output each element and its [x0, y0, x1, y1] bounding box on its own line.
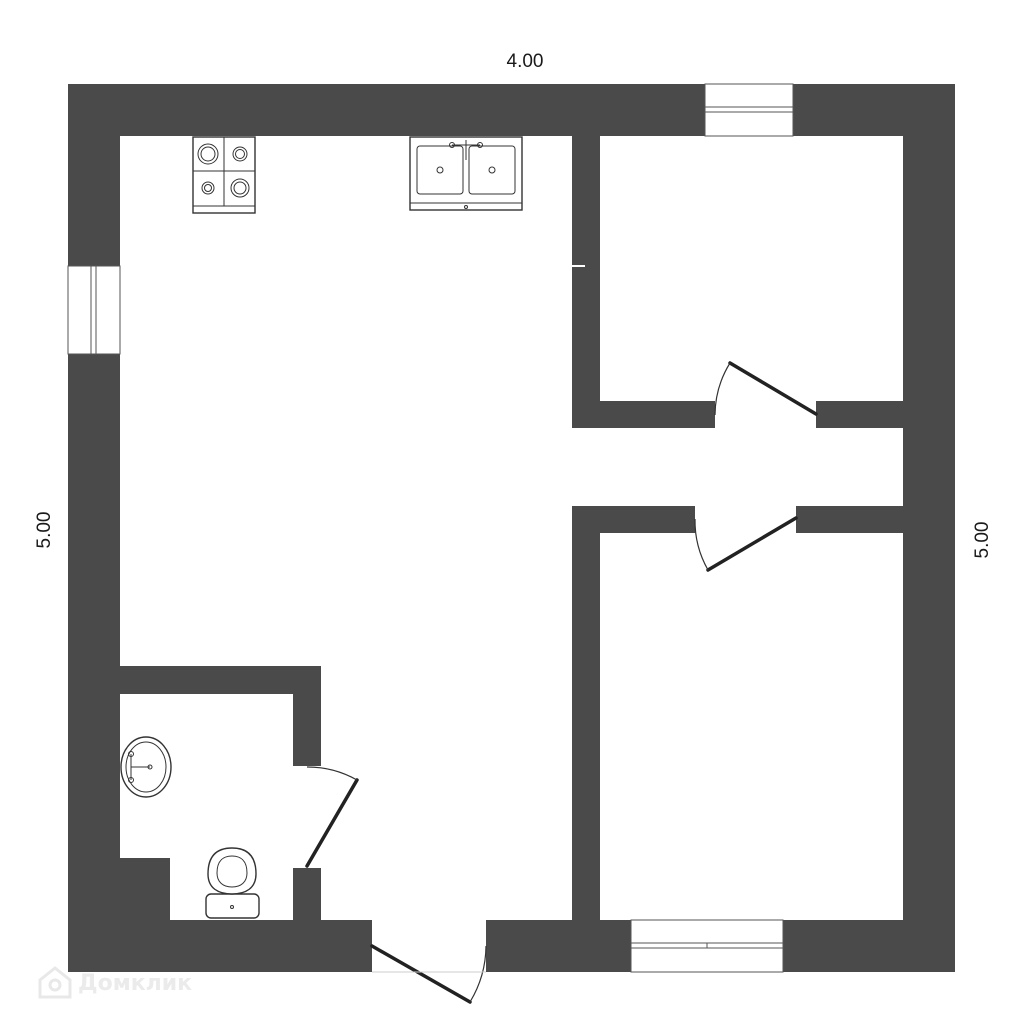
window-top: [704, 83, 794, 137]
wall-left: [68, 84, 120, 972]
washbasin-icon: [120, 736, 172, 798]
watermark-text: Домклик: [78, 971, 192, 996]
window-left: [67, 265, 121, 355]
wall-lower-room-top-right: [796, 506, 904, 533]
wall-top: [68, 84, 954, 136]
door-lower-room: [694, 516, 798, 572]
top-dimension-label: 4.00: [507, 51, 544, 72]
wall-bathroom-step: [120, 858, 170, 921]
double-sink-icon: [409, 136, 523, 211]
right-dimension-label: 5.00: [972, 522, 993, 559]
stove-icon: [192, 136, 256, 214]
wall-upper-room-bottom-left: [572, 401, 715, 428]
wall-lower-room-left: [572, 506, 600, 921]
interior-walls: [120, 136, 904, 921]
toilet-icon: [205, 847, 260, 919]
door-entrance: [370, 944, 487, 1004]
wall-upper-room-left: [572, 136, 600, 428]
wall-bottom-left: [68, 920, 372, 972]
wall-right: [903, 84, 955, 972]
wall-bathroom-right-upper: [293, 666, 321, 766]
wall-bathroom-top: [120, 666, 320, 694]
window-bottom: [630, 919, 784, 973]
left-dimension-label: 5.00: [34, 512, 55, 549]
wall-upper-room-bottom-right: [816, 401, 904, 428]
door-upper-room: [714, 361, 818, 416]
wall-bathroom-right-lower: [293, 868, 321, 921]
domclick-logo-icon: [38, 966, 72, 999]
door-bathroom: [305, 766, 359, 868]
watermark: Домклик: [38, 966, 192, 999]
